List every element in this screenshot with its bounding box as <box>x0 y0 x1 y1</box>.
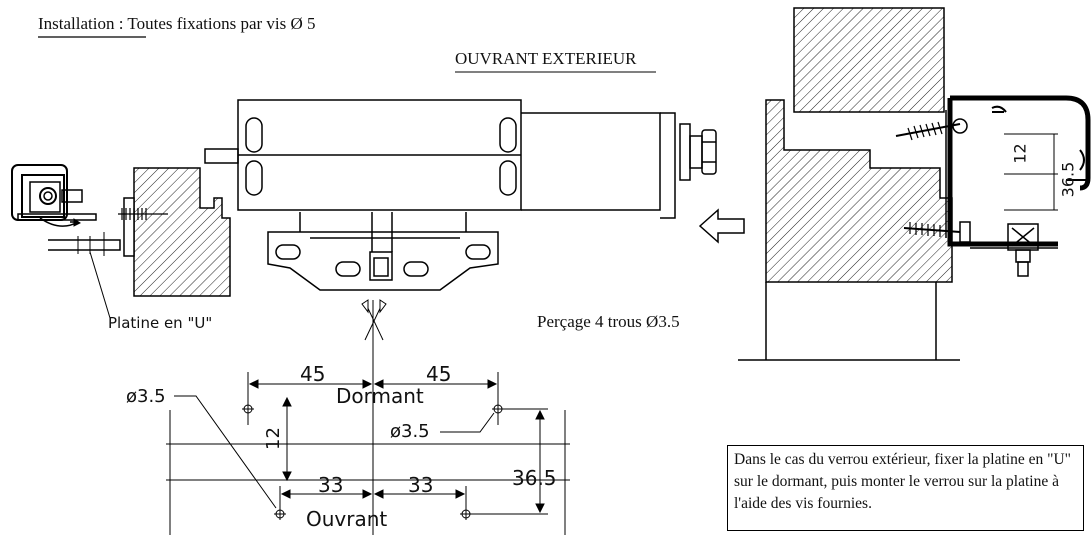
dim-right-365: 36.5 <box>512 466 557 490</box>
drilling-template <box>166 365 570 535</box>
dim-top-right: 45 <box>426 362 452 386</box>
dim-left-hole: ø3.5 <box>126 386 166 407</box>
lock-body <box>204 99 717 291</box>
ouvrant-label: Ouvrant <box>306 507 388 531</box>
direction-arrow <box>698 208 745 244</box>
dim-right-hole: ø3.5 <box>390 421 430 442</box>
dormant-label: Dormant <box>336 384 424 408</box>
right-detail <box>738 7 1091 361</box>
instruction-note: Dans le cas du verrou extérieur, fixer l… <box>727 445 1084 531</box>
percage-label: Perçage 4 trous Ø3.5 <box>537 312 680 331</box>
left-detail <box>11 164 231 319</box>
detail-dim-365: 36.5 <box>1058 161 1078 198</box>
ouvrant-exterieur-title: OUVRANT EXTERIEUR <box>455 49 637 68</box>
installation-title: Installation : Toutes fixations par vis … <box>38 14 316 33</box>
section-indicator <box>361 299 387 365</box>
dim-bottom-right: 33 <box>408 473 434 497</box>
platine-u-label: Platine en "U" <box>108 314 213 332</box>
dim-bottom-left: 33 <box>318 473 344 497</box>
dim-top-left: 45 <box>300 362 326 386</box>
detail-dim-12: 12 <box>1010 143 1030 164</box>
dim-vertical-12: 12 <box>262 427 284 450</box>
